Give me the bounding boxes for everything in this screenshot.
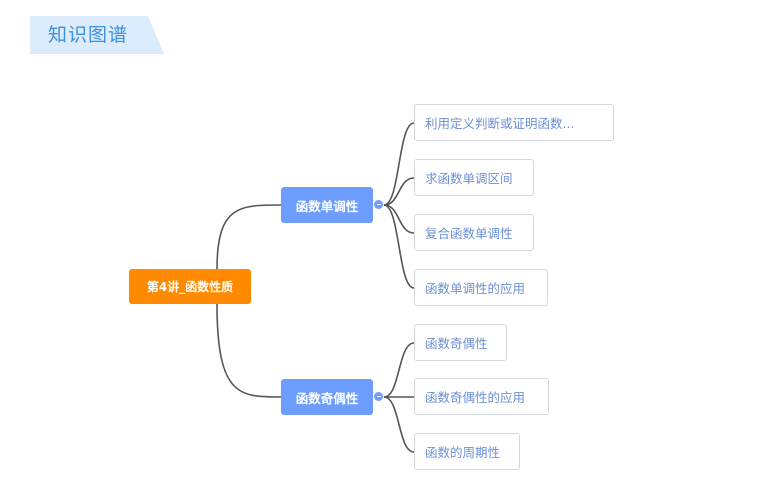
connector-branch-2-leaf-1: [383, 342, 415, 398]
leaf-node[interactable]: 函数奇偶性: [414, 324, 507, 361]
leaf-node[interactable]: 函数的周期性: [414, 433, 520, 470]
connector-branch-1-leaf-3: [383, 204, 415, 234]
leaf-node[interactable]: 利用定义判断或证明函数...: [414, 104, 614, 141]
connector-branch-2-leaf-3: [383, 396, 415, 453]
branch-node-parity[interactable]: 函数奇偶性: [281, 379, 373, 415]
root-node[interactable]: 第4讲_函数性质: [129, 269, 251, 304]
page-title: 知识图谱: [48, 24, 129, 46]
leaf-node[interactable]: 函数奇偶性的应用: [414, 378, 549, 415]
collapse-toggle-monotonicity[interactable]: [373, 199, 384, 210]
leaf-node[interactable]: 复合函数单调性: [414, 214, 534, 251]
connector-branch-1-leaf-1: [383, 122, 415, 206]
connector-branch-1-leaf-2: [383, 177, 415, 206]
connector-root-branch-2: [216, 303, 282, 398]
connector-branch-1-leaf-4: [383, 204, 415, 289]
leaf-node[interactable]: 求函数单调区间: [414, 159, 534, 196]
collapse-toggle-parity[interactable]: [373, 391, 384, 402]
connector-root-branch-1: [216, 204, 282, 270]
header-tab: [30, 16, 164, 54]
branch-node-monotonicity[interactable]: 函数单调性: [281, 187, 373, 223]
leaf-node[interactable]: 函数单调性的应用: [414, 269, 548, 306]
